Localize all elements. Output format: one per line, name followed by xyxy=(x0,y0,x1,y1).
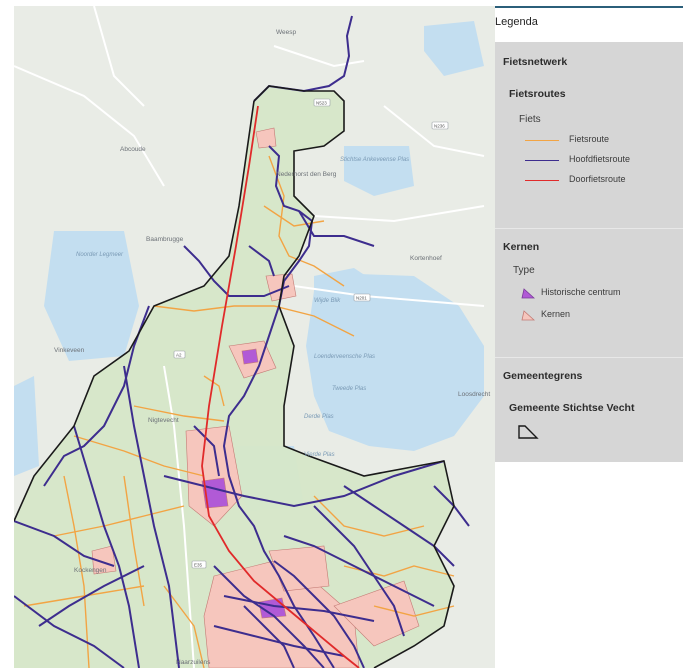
municipality-area xyxy=(14,86,454,668)
legend-title: Legenda xyxy=(495,16,538,28)
kernen-swatch xyxy=(521,310,535,321)
water-vinkeveen xyxy=(44,231,139,361)
label-nederhorst: Nederhorst den Berg xyxy=(276,171,337,178)
svg-text:N236: N236 xyxy=(434,124,445,129)
svg-text:E35: E35 xyxy=(194,563,203,568)
water-left-strip xyxy=(14,376,39,476)
legend-hoofdfietsroute-label: Hoofdfietsroute xyxy=(569,154,631,164)
shield-e35: E35 xyxy=(191,560,207,569)
label-loenderveensche-plas: Loenderveensche Plas xyxy=(314,354,375,360)
legend-fietsroutes-subtitle: Fietsroutes xyxy=(509,88,566,100)
doorfietsroute-line xyxy=(201,105,360,668)
label-kortenhoef: Kortenhoef xyxy=(410,255,442,262)
label-derde-plas: Derde Plas xyxy=(304,414,334,420)
legend-section-kernen: Kernen Type Historische centrum Kernen xyxy=(495,229,683,358)
legend-gemeentegrens-title: Gemeentegrens xyxy=(503,370,583,382)
label-abcoude: Abcoude xyxy=(120,146,146,153)
legend-historische-centrum-label: Historische centrum xyxy=(541,287,621,297)
svg-text:N201: N201 xyxy=(356,296,367,301)
label-wijde-blik: Wijde Blik xyxy=(314,298,341,304)
legend-kernen-title: Kernen xyxy=(503,241,540,253)
legend-kernen-label: Kernen xyxy=(541,309,571,319)
shield-n201: N201 xyxy=(353,293,371,302)
road-shields: N236 N201 N523 A2 E35 xyxy=(173,98,449,569)
kern-kockengen xyxy=(91,545,117,575)
legend-header: Legenda xyxy=(495,6,683,42)
shield-n523: N523 xyxy=(313,98,331,107)
water-loosdrechtse-plassen xyxy=(306,274,484,451)
water-top xyxy=(424,21,484,76)
label-noorder-legmeer: Noorder Legmeer xyxy=(76,252,124,258)
legend-item-doorfietsroute: Doorfietsroute xyxy=(495,174,683,188)
legend-hoofdfietsroute-swatch xyxy=(525,160,559,161)
legend-fiets-type: Fiets xyxy=(519,114,541,125)
label-baambrugge: Baambrugge xyxy=(146,236,184,243)
legend-doorfietsroute-swatch xyxy=(525,180,559,181)
legend-item-fietsroute: Fietsroute xyxy=(495,134,683,148)
map-view[interactable]: Weesp Abcoude Baambrugge Vinkeveen Neder… xyxy=(14,6,495,668)
label-kockengen: Kockengen xyxy=(74,567,107,574)
legend-gemeente-subtitle: Gemeente Stichtse Vecht xyxy=(509,402,635,414)
historic-centrum-maarssen xyxy=(201,477,229,509)
svg-text:A2: A2 xyxy=(176,353,182,358)
gemeentegrens-swatch xyxy=(518,425,539,439)
legend-section-fietsnetwerk: Fietsnetwerk Fietsroutes Fiets Fietsrout… xyxy=(495,42,683,229)
label-vierde-plas: Vierde Plas xyxy=(304,452,335,458)
label-ankeveense-plas: Stichtse Ankeveense Plas xyxy=(340,157,409,163)
historic-centrum-breukelen xyxy=(241,348,259,365)
legend-kernen-type: Type xyxy=(513,265,535,276)
legend-panel: Legenda Fietsnetwerk Fietsroutes Fiets F… xyxy=(495,6,683,462)
legend-doorfietsroute-label: Doorfietsroute xyxy=(569,174,626,184)
legend-item-hoofdfietsroute: Hoofdfietsroute xyxy=(495,154,683,168)
label-weesp: Weesp xyxy=(276,29,296,36)
water-ankeveen xyxy=(344,146,414,196)
hoofdfietsroute-lines xyxy=(14,15,470,668)
legend-item-kernen: Kernen xyxy=(495,309,683,323)
map-canvas: Weesp Abcoude Baambrugge Vinkeveen Neder… xyxy=(14,6,495,668)
svg-text:N523: N523 xyxy=(316,101,327,106)
legend-fietsnetwerk-title: Fietsnetwerk xyxy=(503,56,568,68)
label-tweede-plas: Tweede Plas xyxy=(332,386,366,392)
place-labels: Weesp Abcoude Baambrugge Vinkeveen Neder… xyxy=(54,29,490,666)
kern-east xyxy=(333,580,420,647)
label-nigtevecht: Nigtevecht xyxy=(148,417,179,424)
label-vinkeveen: Vinkeveen xyxy=(54,347,85,354)
historic-centrum-swatch xyxy=(521,288,535,299)
shield-a2: A2 xyxy=(173,350,186,359)
kern-nigtevecht xyxy=(255,127,277,149)
label-loosdrecht: Loosdrecht xyxy=(458,391,490,398)
shield-n236: N236 xyxy=(431,121,449,130)
kern-maarssen-north xyxy=(185,425,243,527)
legend-item-historische-centrum: Historische centrum xyxy=(495,287,683,301)
label-haarzuilens: Haarzuilens xyxy=(176,659,211,666)
legend-section-gemeentegrens: Gemeentegrens Gemeente Stichtse Vecht xyxy=(495,358,683,464)
municipality-boundary-west xyxy=(14,100,255,522)
municipality-boundary xyxy=(253,85,455,668)
legend-fietsroute-label: Fietsroute xyxy=(569,134,610,144)
legend-fietsroute-swatch xyxy=(525,140,559,141)
